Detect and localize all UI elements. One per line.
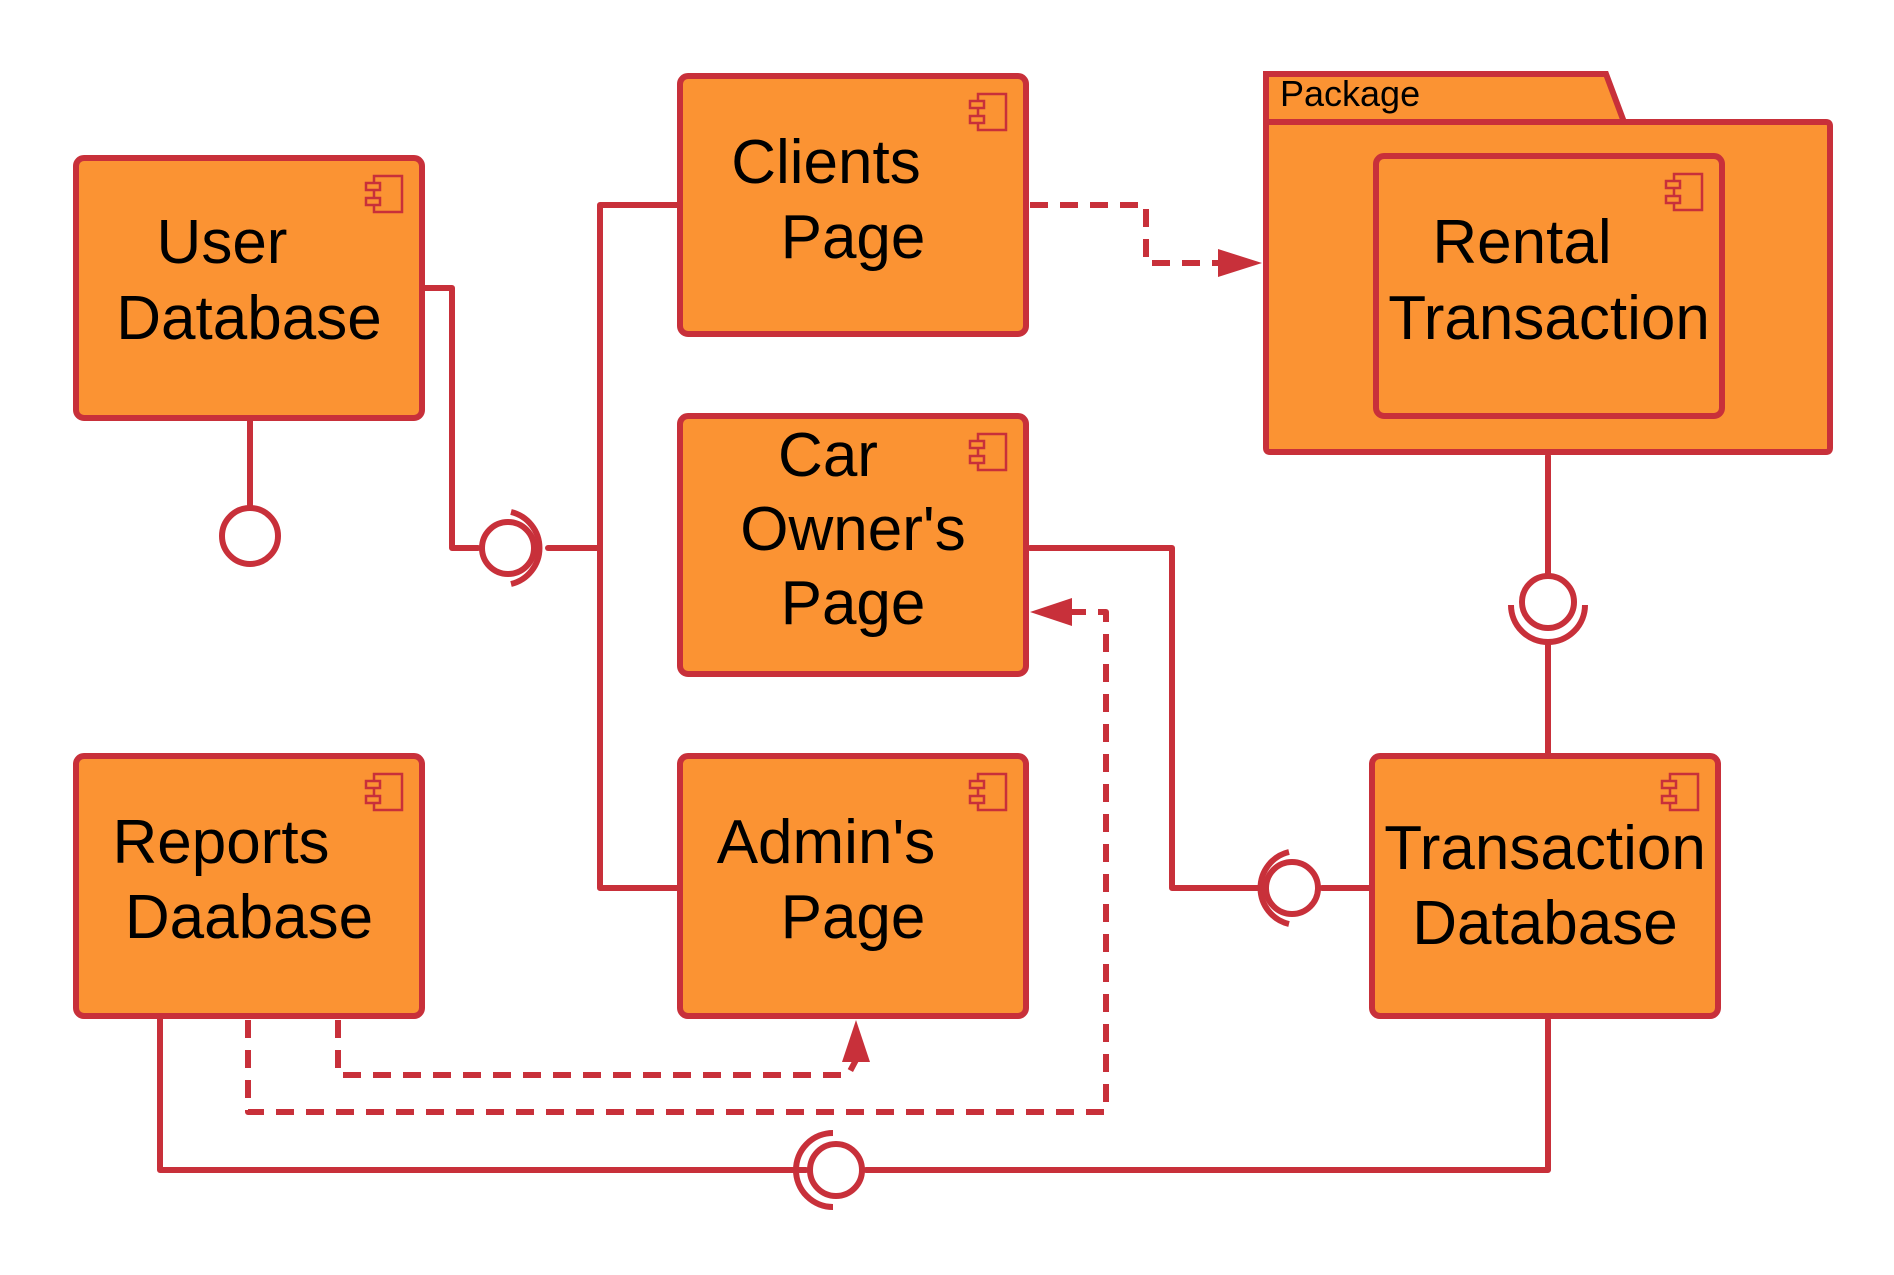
reports-database-label-line1: Reports bbox=[112, 808, 329, 877]
component-rental-transaction[interactable]: Rental Transaction bbox=[1373, 153, 1725, 419]
clients-page-label-line1: Clients bbox=[731, 128, 921, 197]
pages-bus-line bbox=[597, 202, 683, 891]
transaction-database-label-line1: Transaction bbox=[1384, 814, 1706, 883]
package-label: Package bbox=[1280, 73, 1420, 114]
user-db-to-socket-line bbox=[419, 285, 481, 551]
transaction-database-label-line2: Database bbox=[1412, 889, 1677, 958]
clients-to-package-arrowhead bbox=[1218, 249, 1262, 277]
connectors bbox=[157, 202, 1588, 1210]
rental-transaction-label-line1: Rental bbox=[1432, 208, 1611, 277]
user-database-label-line2: Database bbox=[116, 284, 381, 353]
car-owners-page-label-line1: Car bbox=[778, 421, 878, 490]
client-side-assembly-socket bbox=[510, 509, 543, 587]
reports-to-bottom-ball-line bbox=[157, 1013, 809, 1173]
user-database-label-line1: User bbox=[157, 208, 288, 277]
package-assembly-ball bbox=[1519, 573, 1577, 631]
rental-transaction-label-line2: Transaction bbox=[1388, 284, 1710, 353]
admins-page-label-line2: Page bbox=[781, 883, 926, 952]
reports-to-car-owners-dependency bbox=[245, 609, 1109, 1115]
component-user-database[interactable]: User Database bbox=[73, 155, 425, 421]
reports-database-label-line2: Daabase bbox=[125, 883, 373, 952]
user-db-provided-interface-ball bbox=[219, 505, 281, 567]
reports-to-car-owners-arrowhead bbox=[1030, 598, 1072, 626]
clients-page-label-line2: Page bbox=[781, 203, 926, 272]
admins-page-label-line1: Admin's bbox=[717, 808, 936, 877]
reports-assembly-ball bbox=[807, 1141, 865, 1199]
package-container[interactable]: Package Rental Transaction bbox=[1263, 71, 1833, 455]
client-side-assembly-ball bbox=[479, 519, 537, 577]
reports-to-admins-arrowhead bbox=[842, 1020, 870, 1062]
component-reports-database[interactable]: Reports Daabase bbox=[73, 753, 425, 1019]
clients-to-package-dependency bbox=[1030, 202, 1222, 266]
component-admins-page[interactable]: Admin's Page bbox=[677, 753, 1029, 1019]
component-car-owners-page[interactable]: Car Owner's Page bbox=[677, 413, 1029, 677]
transaction-assembly-socket bbox=[1257, 849, 1290, 927]
reports-to-admins-dependency bbox=[335, 1020, 859, 1078]
transaction-assembly-ball bbox=[1263, 859, 1321, 917]
component-clients-page[interactable]: Clients Page bbox=[677, 73, 1029, 337]
reports-assembly-socket bbox=[793, 1130, 834, 1210]
car-owners-to-transaction-line bbox=[1027, 545, 1265, 891]
component-transaction-database[interactable]: Transaction Database bbox=[1369, 753, 1721, 1019]
car-owners-page-label-line2: Owner's bbox=[740, 495, 965, 564]
transaction-db-to-bottom-ball-line bbox=[863, 1017, 1551, 1173]
car-owners-page-label-line3: Page bbox=[781, 569, 926, 638]
